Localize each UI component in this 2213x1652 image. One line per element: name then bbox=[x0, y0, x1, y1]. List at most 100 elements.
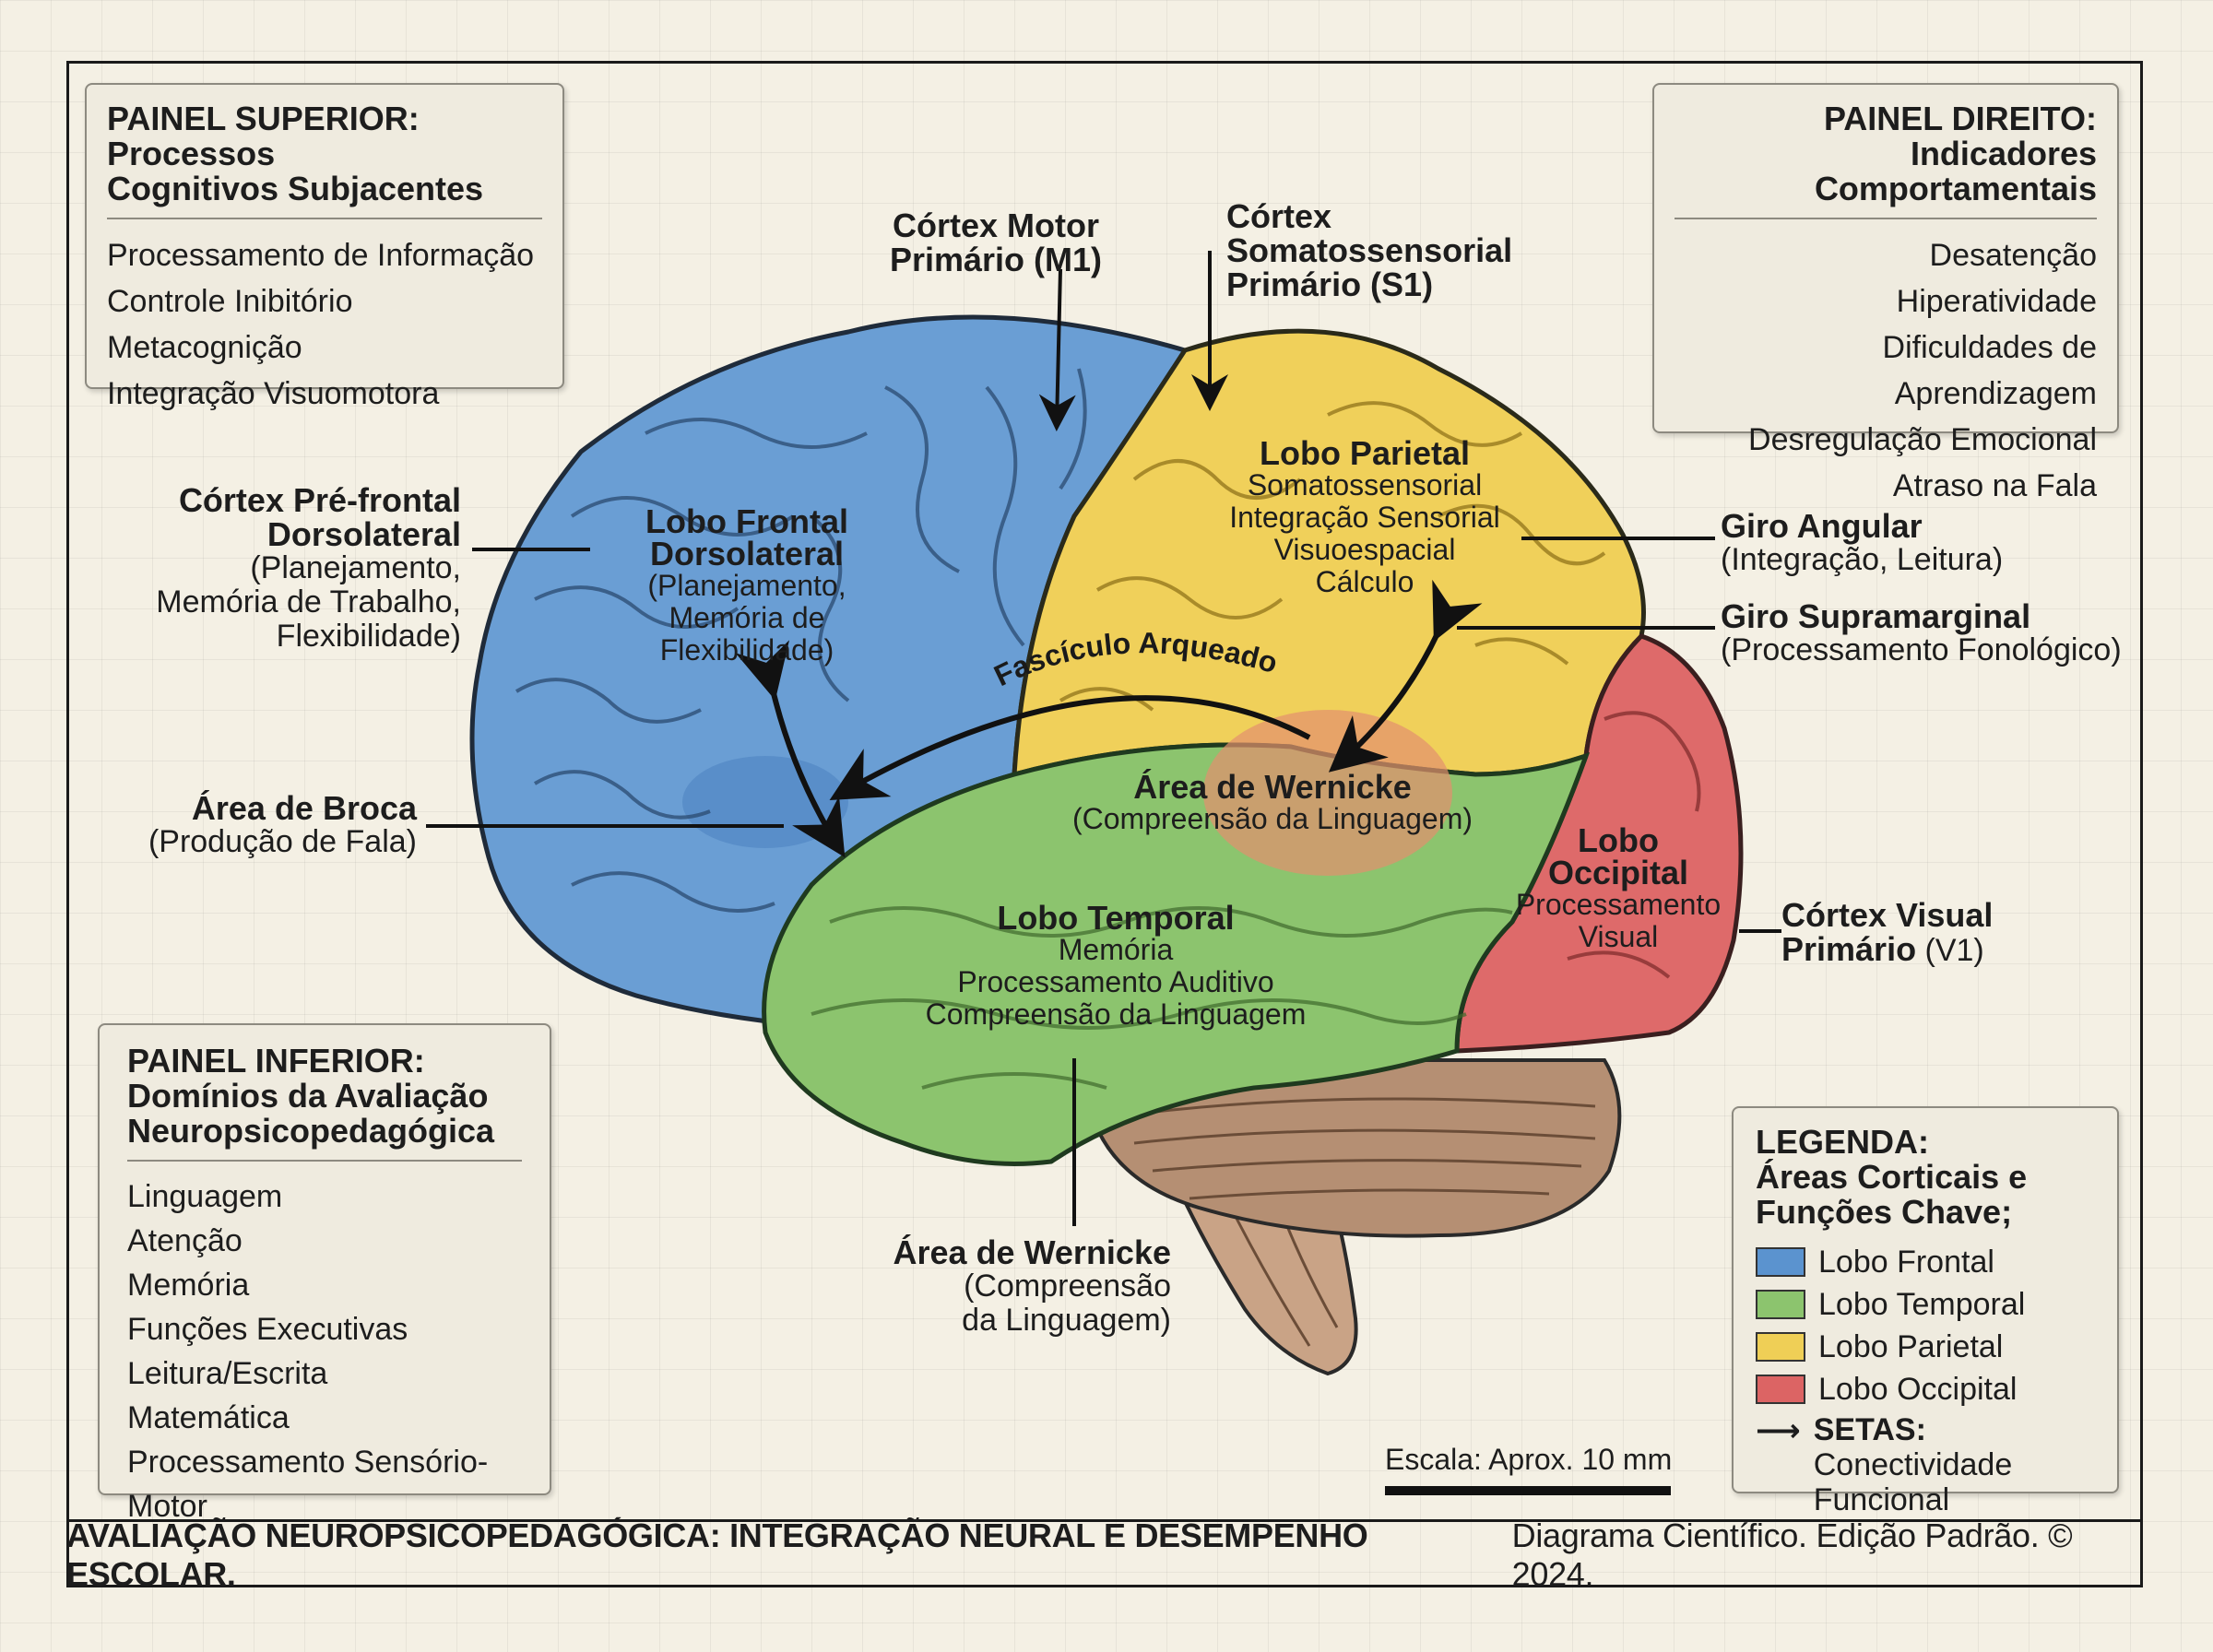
legend-panel: LEGENDA: Áreas Corticais e Funções Chave… bbox=[1732, 1106, 2119, 1517]
brain-temporal-line4: Compreensão da Linguagem bbox=[925, 997, 1307, 1031]
footer-subtitle: Diagrama Científico. Edição Padrão. © 20… bbox=[1511, 1516, 2073, 1593]
panel-top: PAINEL SUPERIOR: Processos Cognitivos Su… bbox=[85, 83, 564, 411]
legend-swatch-occipital bbox=[1756, 1375, 1805, 1404]
broca-area-highlight bbox=[682, 756, 848, 848]
brain-frontal-line5: Flexibilidade) bbox=[659, 633, 834, 667]
legend-arrow-text: SETAS: Conectividade Funcional bbox=[1814, 1412, 2095, 1517]
label-somatosensory-cortex: Córtex Somatossensorial Primário (S1) bbox=[1226, 199, 1512, 301]
panel-right-item: Desatenção bbox=[1929, 238, 2097, 273]
panel-bottom-item: Atenção bbox=[127, 1223, 243, 1258]
label-prefrontal-cortex: Córtex Pré-frontal Dorsolateral (Planeja… bbox=[92, 483, 461, 654]
brain-wernicke-line2: (Compreensão da Linguagem) bbox=[1071, 802, 1473, 835]
legend-arrow-text-1: Conectividade bbox=[1813, 1447, 2013, 1482]
label-prefrontal-line4: Memória de Trabalho, bbox=[156, 584, 461, 620]
arrow-right-icon: ⟶ bbox=[1756, 1413, 1801, 1448]
panel-right-item: Dificuldades de Aprendizagem bbox=[1882, 330, 2097, 411]
brain-occipital-line1: Lobo bbox=[1578, 821, 1659, 859]
brain-label-frontal: Lobo Frontal Dorsolateral (Planejamento,… bbox=[599, 505, 894, 667]
legend-swatch-temporal bbox=[1756, 1290, 1805, 1319]
legend-arrow-bold: SETAS: bbox=[1813, 1412, 1926, 1447]
brain-parietal-line4: Visuoespacial bbox=[1273, 533, 1456, 566]
panel-bottom-item: Linguagem bbox=[127, 1179, 283, 1214]
panel-bottom-item: Memória bbox=[127, 1268, 250, 1303]
panel-bottom-item: Leitura/Escrita bbox=[127, 1356, 328, 1391]
brain-temporal-line2: Memória bbox=[1058, 933, 1174, 966]
brain-parietal-line5: Cálculo bbox=[1315, 565, 1414, 598]
legend-title-2: Áreas Corticais e bbox=[1756, 1158, 2028, 1196]
panel-right-item: Atraso na Fala bbox=[1892, 468, 2097, 503]
legend-item-arrows: ⟶ SETAS: Conectividade Funcional bbox=[1756, 1412, 2095, 1517]
panel-right-title-1: PAINEL DIREITO: bbox=[1823, 100, 2097, 137]
supramarginal-wernicke-arrow bbox=[1328, 579, 1483, 773]
brain-frontal-line4: Memória de bbox=[669, 601, 825, 634]
label-somato-line3: Primário (S1) bbox=[1226, 266, 1434, 303]
panel-right-item: Hiperatividade bbox=[1896, 284, 2097, 319]
footer-caption: AVALIAÇÃO NEUROPSICOPEDAGÓGICA: INTEGRAÇ… bbox=[66, 1516, 2143, 1593]
brain-parietal-line2: Somatossensorial bbox=[1247, 468, 1483, 502]
label-angular-line2: (Integração, Leitura) bbox=[1721, 542, 2004, 577]
label-broca-line2: (Produção de Fala) bbox=[148, 824, 417, 859]
label-prefrontal-line5: Flexibilidade) bbox=[276, 619, 461, 654]
panel-right-item: Desregulação Emocional bbox=[1748, 422, 2097, 457]
label-supra-line1: Giro Supramarginal bbox=[1721, 597, 2031, 635]
label-prefrontal-line3: (Planejamento, bbox=[250, 550, 461, 585]
panel-top-divider bbox=[107, 218, 542, 219]
brain-occipital-line2: Occipital bbox=[1547, 854, 1689, 891]
panel-right-title-2: Indicadores Comportamentais bbox=[1814, 135, 2097, 207]
label-prefrontal-line2: Dorsolateral bbox=[266, 515, 461, 553]
label-somato-line1: Córtex bbox=[1226, 197, 1332, 235]
panel-bottom-item: Processamento Sensório-Motor bbox=[127, 1445, 489, 1524]
legend-item-occipital: Lobo Occipital bbox=[1756, 1368, 2095, 1410]
brain-occipital-line4: Visual bbox=[1578, 920, 1659, 953]
brain-label-occipital: Lobo Occipital Processamento Visual bbox=[1503, 824, 1734, 953]
panel-bottom-title-2: Domínios da Avaliação bbox=[127, 1077, 489, 1115]
panel-right: PAINEL DIREITO: Indicadores Comportament… bbox=[1652, 83, 2119, 503]
panel-top-item: Processamento de Informação bbox=[107, 238, 535, 273]
legend-item-parietal: Lobo Parietal bbox=[1756, 1326, 2095, 1368]
legend-arrow-text-2: Funcional bbox=[1813, 1482, 1950, 1517]
brain-frontal-line1: Lobo Frontal bbox=[645, 502, 848, 540]
panel-top-item: Metacognição bbox=[107, 330, 302, 365]
label-angular-gyrus: Giro Angular (Integração, Leitura) bbox=[1721, 509, 2003, 577]
legend-item-frontal: Lobo Frontal bbox=[1756, 1241, 2095, 1283]
label-wernicke-b-line2: (Compreensão bbox=[964, 1268, 1171, 1304]
label-visual-line1: Córtex Visual bbox=[1781, 896, 1994, 934]
brain-temporal-line1: Lobo Temporal bbox=[997, 899, 1235, 937]
panel-bottom-title-3: Neuropsicopedagógica bbox=[127, 1112, 495, 1150]
label-angular-line1: Giro Angular bbox=[1721, 507, 1923, 545]
brain-temporal-line3: Processamento Auditivo bbox=[957, 965, 1274, 998]
label-motor-line1: Córtex Motor bbox=[893, 206, 1099, 244]
label-visual-line3: (V1) bbox=[1924, 933, 1984, 968]
legend-swatch-parietal bbox=[1756, 1332, 1805, 1362]
brain-label-parietal: Lobo Parietal Somatossensorial Integraçã… bbox=[1208, 437, 1521, 598]
label-supra-line2: (Processamento Fonológico) bbox=[1721, 632, 2122, 667]
panel-top-item: Integração Visuomotora bbox=[107, 376, 440, 411]
label-motor-cortex: Córtex Motor Primário (M1) bbox=[858, 208, 1134, 277]
scale-bar bbox=[1385, 1486, 1671, 1495]
brain-parietal-line1: Lobo Parietal bbox=[1259, 434, 1471, 472]
label-wernicke-b-line1: Área de Wernicke bbox=[893, 1233, 1171, 1271]
panel-bottom-title-1: PAINEL INFERIOR: bbox=[127, 1042, 425, 1080]
legend-item-temporal: Lobo Temporal bbox=[1756, 1283, 2095, 1326]
brain-frontal-line2: Dorsolateral bbox=[649, 535, 845, 572]
scale-label: Escala: Aprox. 10 mm bbox=[1385, 1443, 1673, 1476]
legend-label-occipital: Lobo Occipital bbox=[1818, 1371, 2018, 1407]
diagram-frame bbox=[66, 61, 2143, 1587]
panel-bottom-item: Funções Executivas bbox=[127, 1312, 408, 1347]
brain-label-temporal: Lobo Temporal Memória Processamento Audi… bbox=[922, 902, 1309, 1031]
label-supramarginal-gyrus: Giro Supramarginal (Processamento Fonoló… bbox=[1721, 599, 2122, 667]
brain-parietal-line3: Integração Sensorial bbox=[1229, 501, 1500, 534]
legend-title-1: LEGENDA: bbox=[1756, 1123, 1929, 1161]
label-wernicke-b-line3: da Linguagem) bbox=[962, 1303, 1171, 1338]
brain-frontal-line3: (Planejamento, bbox=[647, 569, 846, 602]
label-somato-line2: Somatossensorial bbox=[1226, 231, 1513, 269]
panel-top-title-2: Cognitivos Subjacentes bbox=[107, 170, 484, 207]
legend-swatch-frontal bbox=[1756, 1247, 1805, 1277]
panel-right-divider bbox=[1675, 218, 2097, 219]
panel-bottom-item: Matemática bbox=[127, 1400, 290, 1435]
label-prefrontal-line1: Córtex Pré-frontal bbox=[178, 481, 461, 519]
brain-wernicke-line1: Área de Wernicke bbox=[1133, 768, 1412, 806]
panel-top-title-1: PAINEL SUPERIOR: Processos bbox=[107, 100, 420, 172]
panel-bottom-divider bbox=[127, 1160, 522, 1162]
